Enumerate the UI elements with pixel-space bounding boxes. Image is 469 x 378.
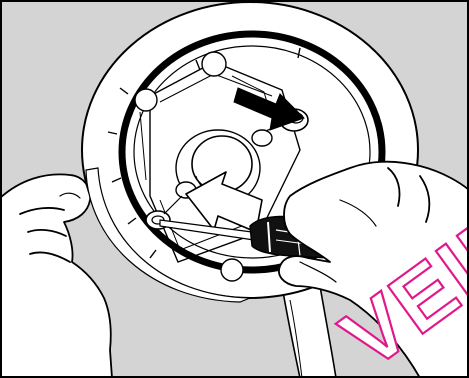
mount-boss-top [202, 52, 226, 76]
mount-boss-left [135, 89, 157, 111]
mount-boss-bottom [221, 259, 243, 281]
